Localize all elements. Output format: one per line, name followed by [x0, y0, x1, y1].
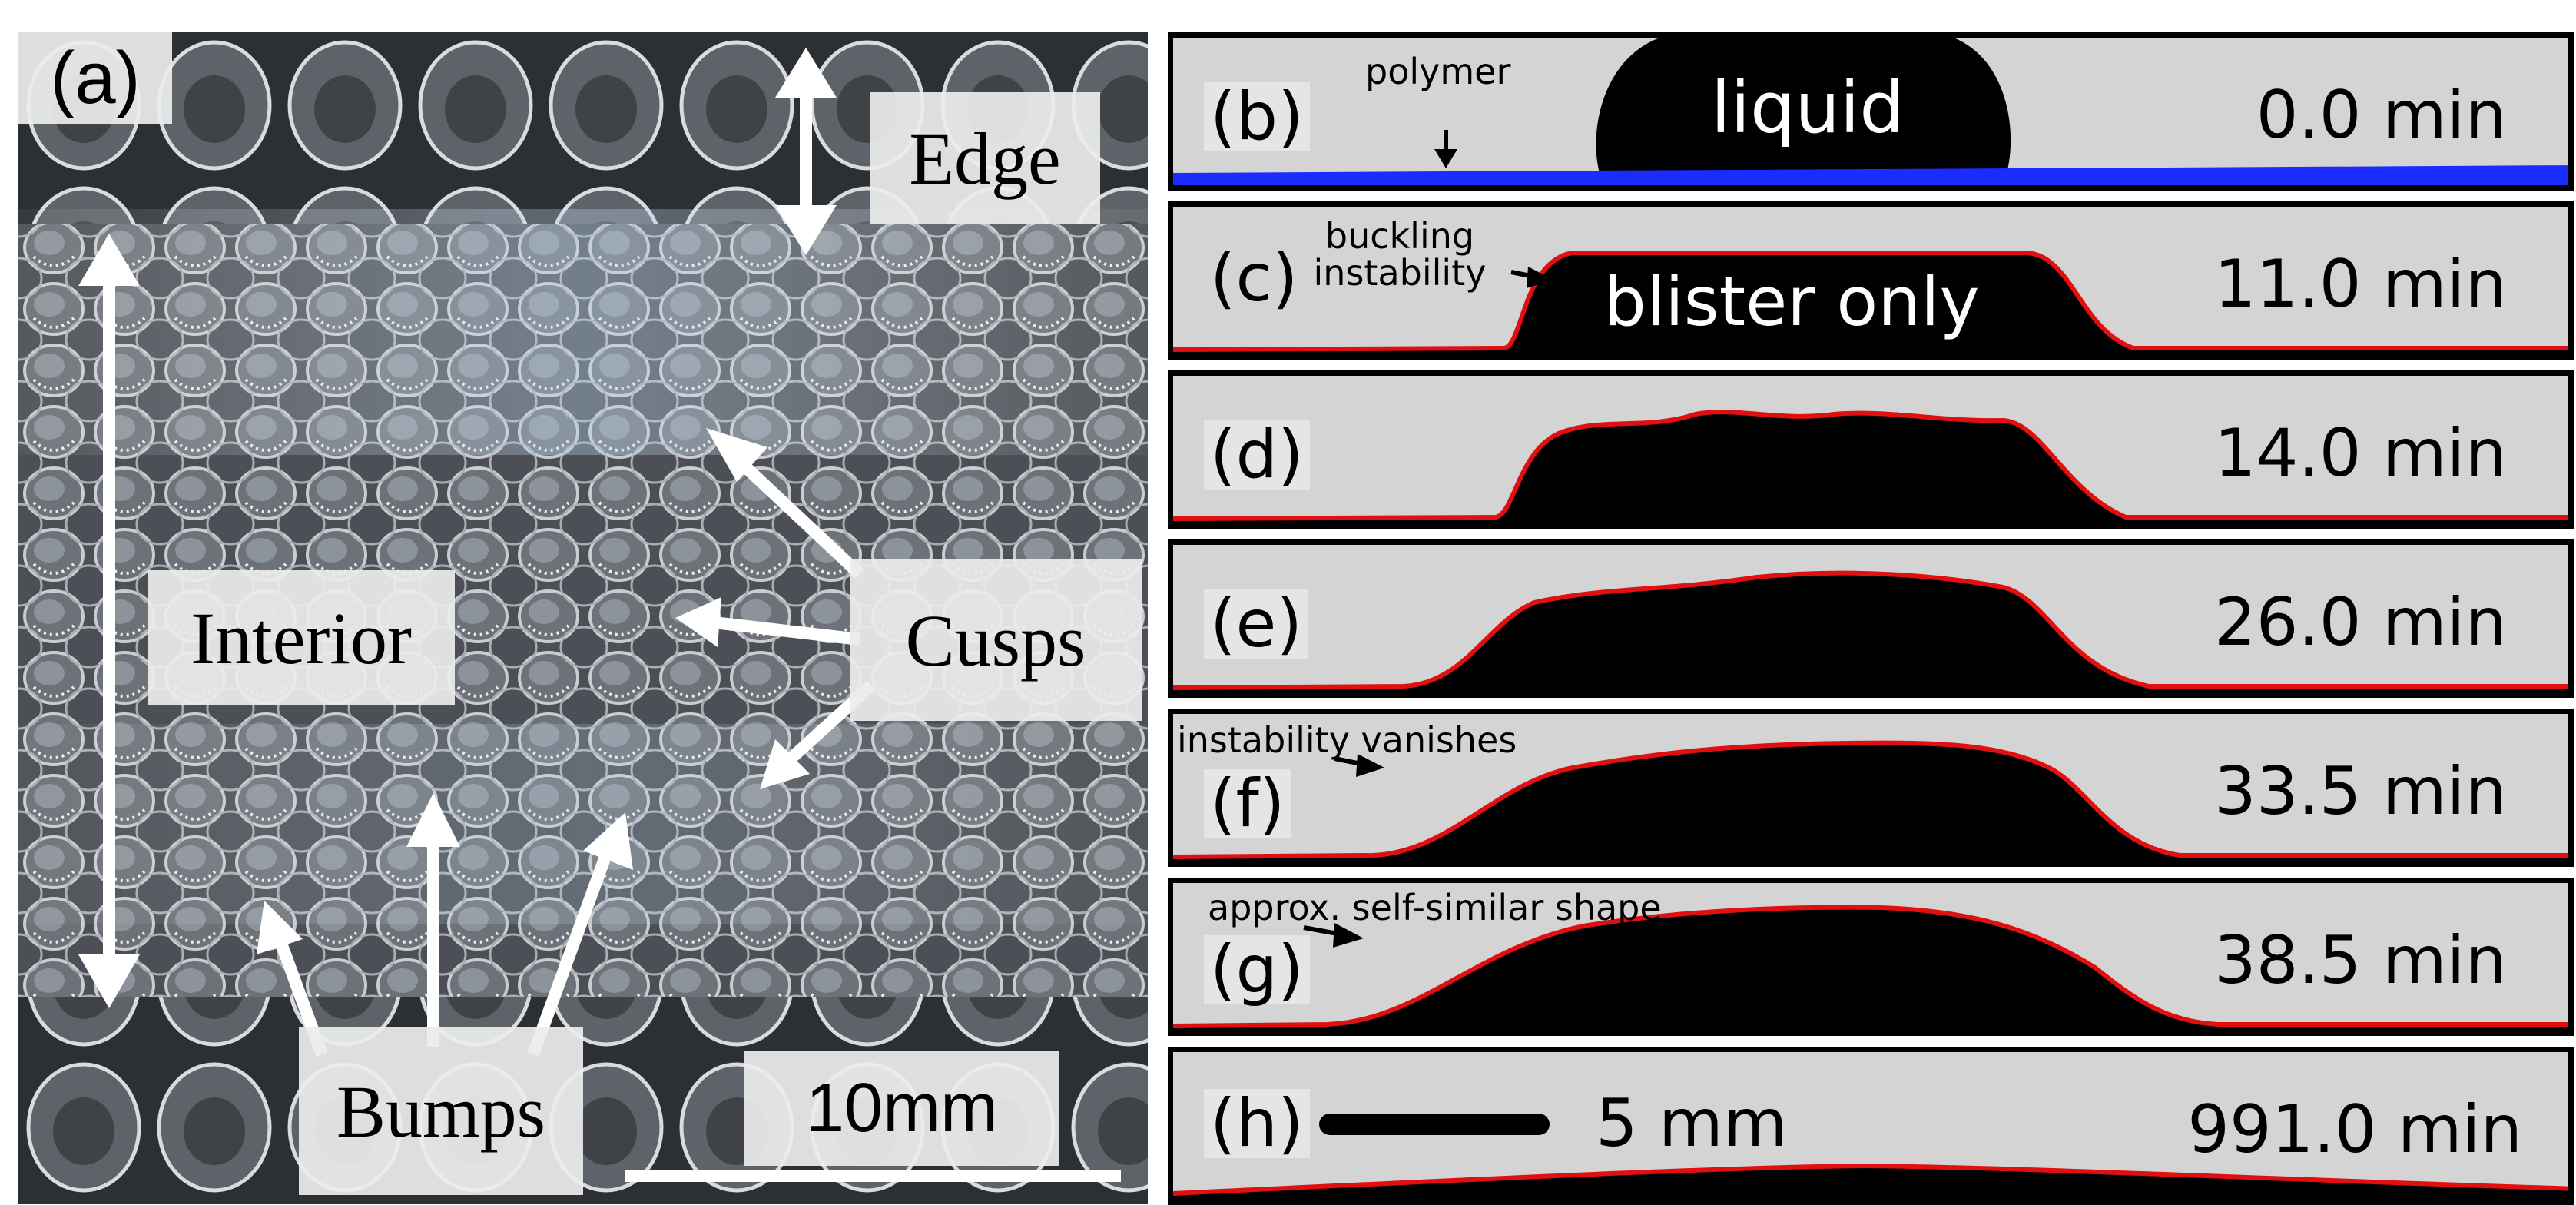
cusps-label: Cusps — [850, 559, 1142, 721]
strip-b-tag: (b) — [1204, 82, 1310, 151]
strip-d: (d) 14.0 min — [1168, 370, 2574, 529]
strip-g-tag: (g) — [1204, 935, 1310, 1004]
liquid-label: liquid — [1711, 67, 1905, 149]
strip-e: (e) 26.0 min — [1168, 539, 2574, 698]
strip-f-tag: (f) — [1204, 769, 1291, 838]
strip-g: approx. self-similar shape (g) 38.5 min — [1168, 878, 2574, 1036]
edge-label: Edge — [870, 92, 1100, 224]
panel-a-photo: (a) Edge Interior Cusps Bumps 10mm — [18, 32, 1148, 1204]
scale-bar-5mm-label: 5 mm — [1596, 1085, 1788, 1162]
strip-f: instability vanishes (f) 33.5 min — [1168, 709, 2574, 867]
strip-h: (h) 5 mm 991.0 min — [1168, 1047, 2574, 1205]
bumps-label: Bumps — [299, 1027, 583, 1195]
strip-c: (c) buckling instability blister only 11… — [1168, 201, 2574, 360]
strip-c-tag: (c) — [1210, 240, 1298, 317]
strip-h-tag: (h) — [1204, 1089, 1310, 1158]
strip-g-time: 38.5 min — [2214, 922, 2507, 999]
time-series-panels: (b) polymer liquid 0.0 min (c) buckling … — [1168, 32, 2574, 1205]
scale-bar-label: 10mm — [744, 1051, 1059, 1166]
strip-e-tag: (e) — [1204, 589, 1309, 659]
self-similar-annotation: approx. self-similar shape — [1208, 887, 1662, 928]
strip-d-time: 14.0 min — [2214, 415, 2507, 492]
strip-b: (b) polymer liquid 0.0 min — [1168, 32, 2574, 191]
buckling-annotation: buckling instability — [1313, 215, 1487, 294]
panel-a-tag: (a) — [18, 32, 172, 124]
strip-b-time: 0.0 min — [2256, 77, 2507, 154]
strip-e-time: 26.0 min — [2214, 584, 2507, 661]
strip-h-time: 991.0 min — [2187, 1091, 2522, 1168]
strip-c-time: 11.0 min — [2214, 246, 2507, 323]
interior-label: Interior — [148, 570, 455, 705]
blister-only-label: blister only — [1603, 262, 1980, 341]
strip-f-time: 33.5 min — [2214, 753, 2507, 830]
instability-vanishes-annotation: instability vanishes — [1177, 719, 1517, 761]
polymer-annotation: polymer — [1365, 51, 1511, 92]
strip-d-tag: (d) — [1204, 420, 1310, 490]
